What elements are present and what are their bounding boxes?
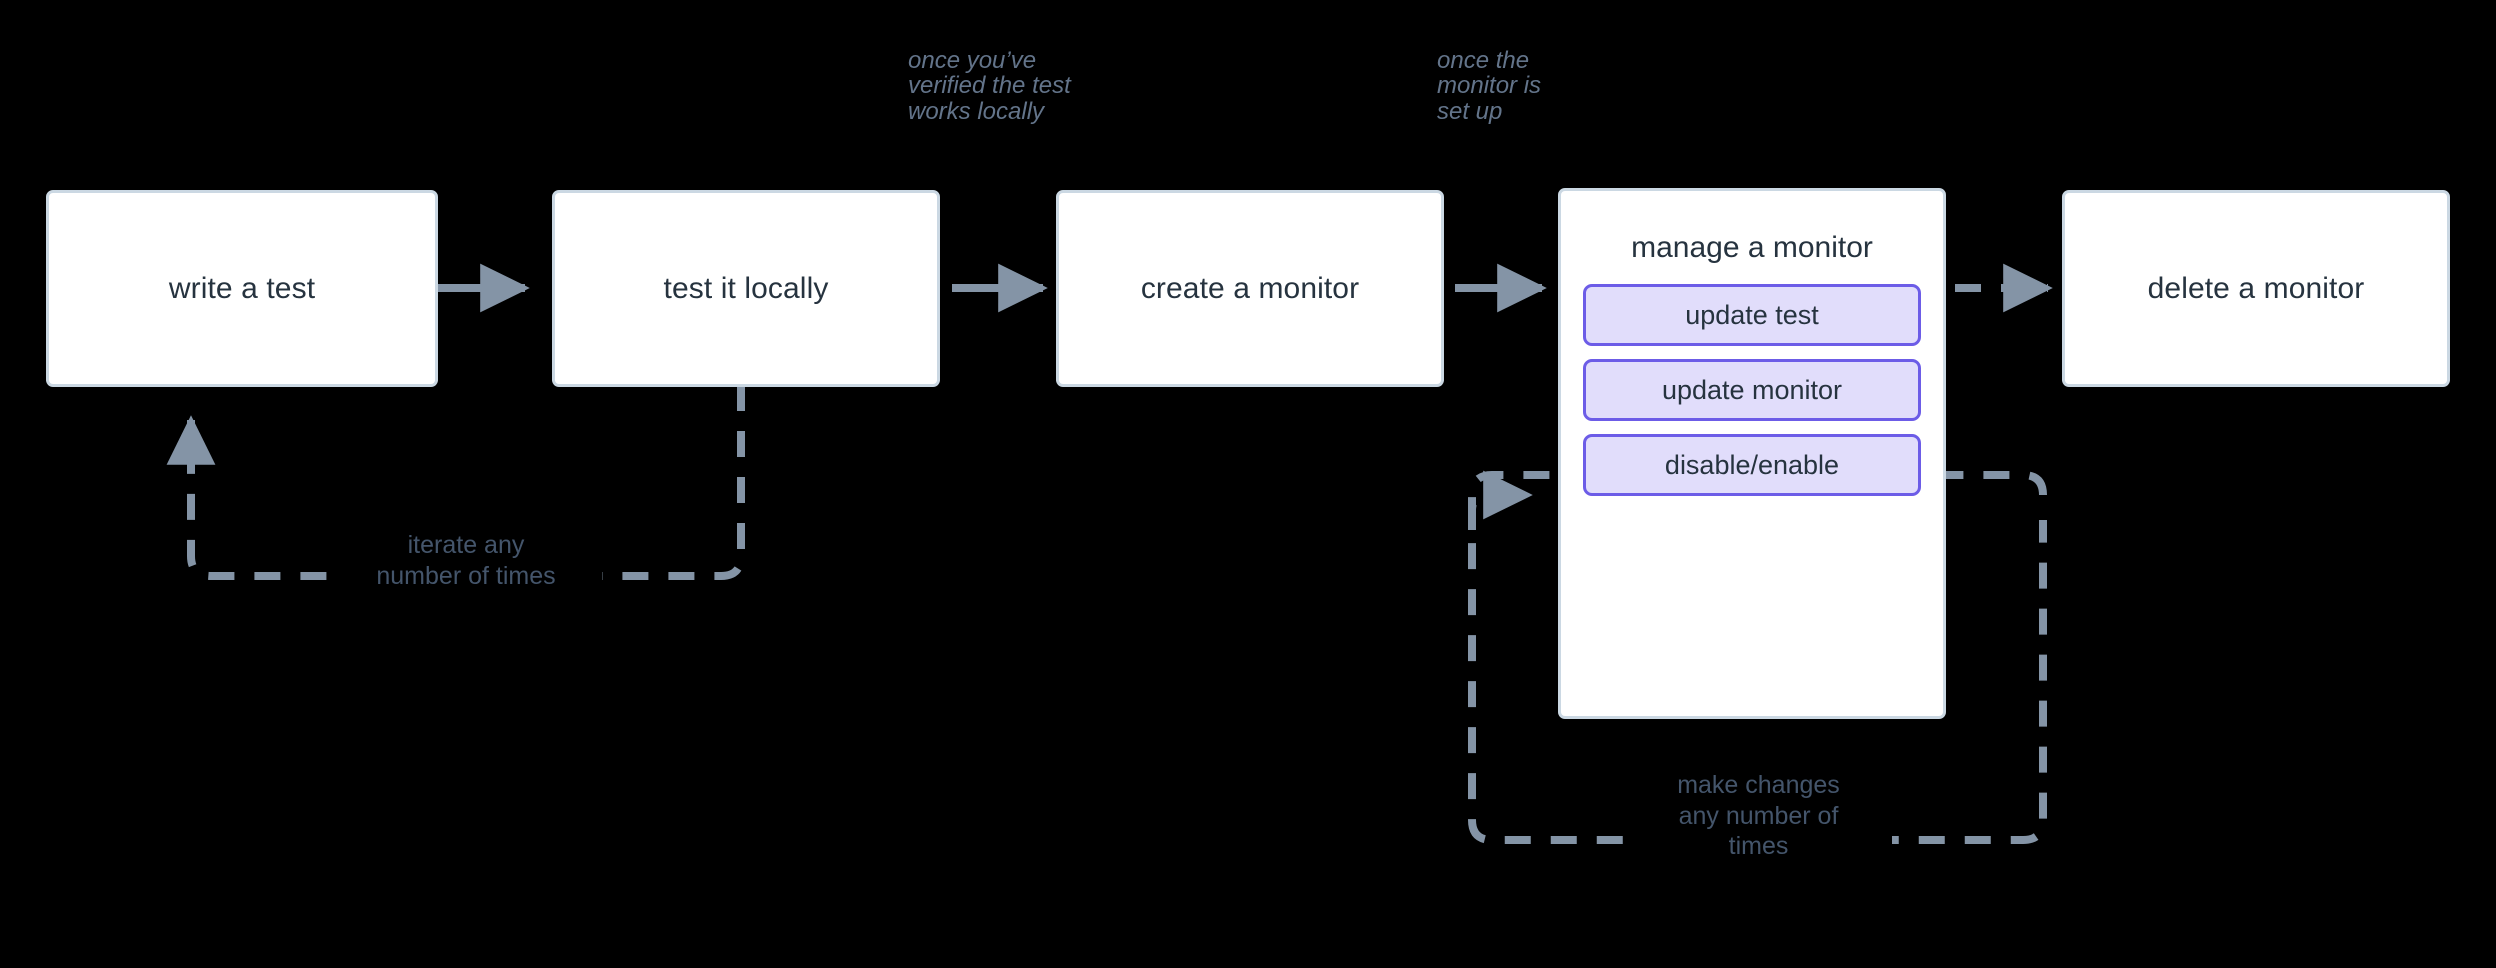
node-write-a-test[interactable]: write a test [46,190,438,387]
note-verified-the-test: once you’ve verified the test works loca… [908,47,1071,125]
subnode-update-monitor[interactable]: update monitor [1583,359,1921,421]
node-manage-a-monitor[interactable]: manage a monitor update test update moni… [1558,188,1946,719]
node-test-it-locally[interactable]: test it locally [552,190,940,387]
subnode-update-test[interactable]: update test [1583,284,1921,346]
loop-label-iterate: iterate any number of times [330,530,602,591]
node-label: create a monitor [1140,271,1360,305]
subnode-label: update test [1685,299,1819,330]
node-label: delete a monitor [2147,271,2365,305]
node-label: test it locally [663,271,829,305]
loop-label-make-changes: make changes any number of times [1625,770,1892,862]
node-label: write a test [168,271,316,305]
node-create-a-monitor[interactable]: create a monitor [1056,190,1444,387]
subnode-label: disable/enable [1664,449,1840,480]
node-delete-a-monitor[interactable]: delete a monitor [2062,190,2450,387]
subnode-label: update monitor [1661,374,1843,405]
note-monitor-set-up: once the monitor is set up [1437,47,1542,125]
subnode-disable-enable[interactable]: disable/enable [1583,434,1921,496]
subnode-list: update test update monitor disable/enabl… [1583,284,1921,496]
node-label: manage a monitor [1631,231,1873,264]
